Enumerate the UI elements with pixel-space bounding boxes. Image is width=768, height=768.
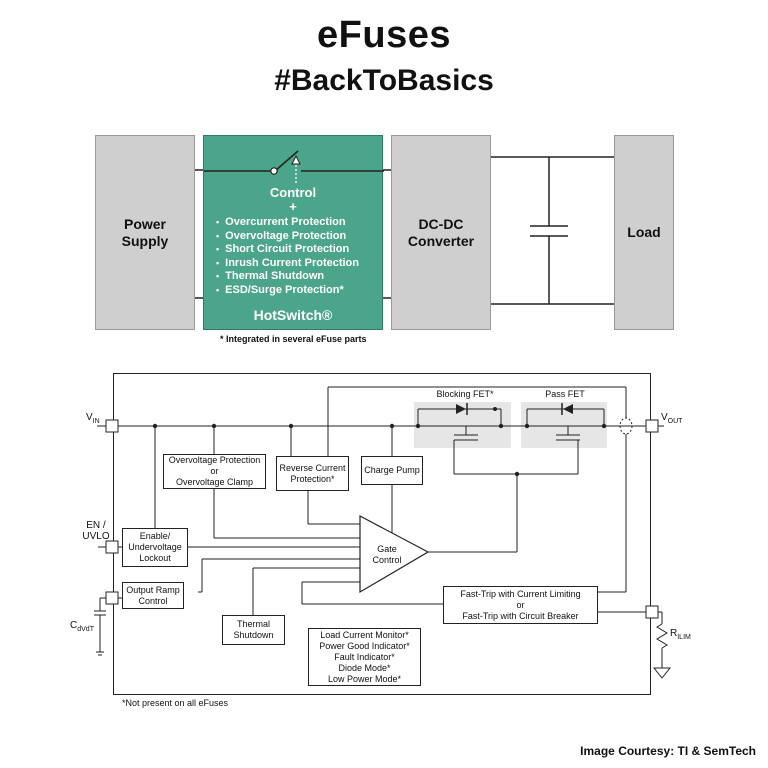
dc-dc-label: DC-DC Converter (407, 215, 475, 249)
rilim-label: RILIM (670, 628, 691, 641)
page-title: eFuses (317, 14, 451, 56)
cdvdt-label: CdVdT (70, 620, 94, 633)
output-ramp-control-block: Output Ramp Control (122, 582, 184, 609)
power-supply-block: Power Supply (95, 135, 195, 330)
enable-uvlo-block: Enable/ Undervoltage Lockout (122, 528, 188, 567)
vout-label: VOUT (661, 412, 683, 425)
dc-dc-converter-block: DC-DC Converter (391, 135, 491, 330)
control-title: Control (269, 185, 317, 200)
fast-trip-block: Fast-Trip with Current Limiting or Fast-… (443, 586, 598, 624)
hotswitch-brand: HotSwitch® (253, 307, 333, 323)
charge-pump-block: Charge Pump (361, 456, 423, 485)
pass-fet-label: Pass FET (545, 389, 585, 399)
efuse-schematic-frame (113, 373, 651, 695)
hotswitch-block: Control + Overcurrent Protection Overvol… (203, 135, 384, 330)
feature-item: Overvoltage Protection (216, 230, 359, 244)
hotswitch-footnote: * Integrated in several eFuse parts (220, 334, 367, 344)
monitor-features-block: Load Current Monitor* Power Good Indicat… (308, 628, 421, 686)
image-credit: Image Courtesy: TI & SemTech (580, 744, 756, 758)
overvoltage-protection-block: Overvoltage Protection or Overvoltage Cl… (163, 454, 266, 489)
hotswitch-switch-symbol (204, 150, 384, 184)
feature-item: Inrush Current Protection (216, 257, 359, 271)
feature-item: Overcurrent Protection (216, 216, 359, 230)
load-label: Load (627, 224, 661, 240)
gate-control-label: Gate Control (372, 544, 402, 565)
power-supply-label: Power Supply (121, 215, 169, 249)
page-subtitle: #BackToBasics (274, 64, 494, 97)
feature-item: Short Circuit Protection (216, 243, 359, 257)
feature-item: ESD/Surge Protection* (216, 284, 359, 298)
en-uvlo-label: EN / UVLO (82, 520, 110, 542)
control-plus: + (289, 199, 297, 214)
blocking-fet-label: Blocking FET* (436, 389, 494, 399)
feature-list: Overcurrent Protection Overvoltage Prote… (216, 216, 359, 298)
schematic-footnote: *Not present on all eFuses (122, 698, 229, 708)
load-block: Load (614, 135, 674, 330)
reverse-current-protection-block: Reverse Current Protection* (276, 456, 349, 491)
feature-item: Thermal Shutdown (216, 270, 359, 284)
vin-label: VIN (86, 412, 100, 425)
thermal-shutdown-block: Thermal Shutdown (222, 615, 285, 645)
